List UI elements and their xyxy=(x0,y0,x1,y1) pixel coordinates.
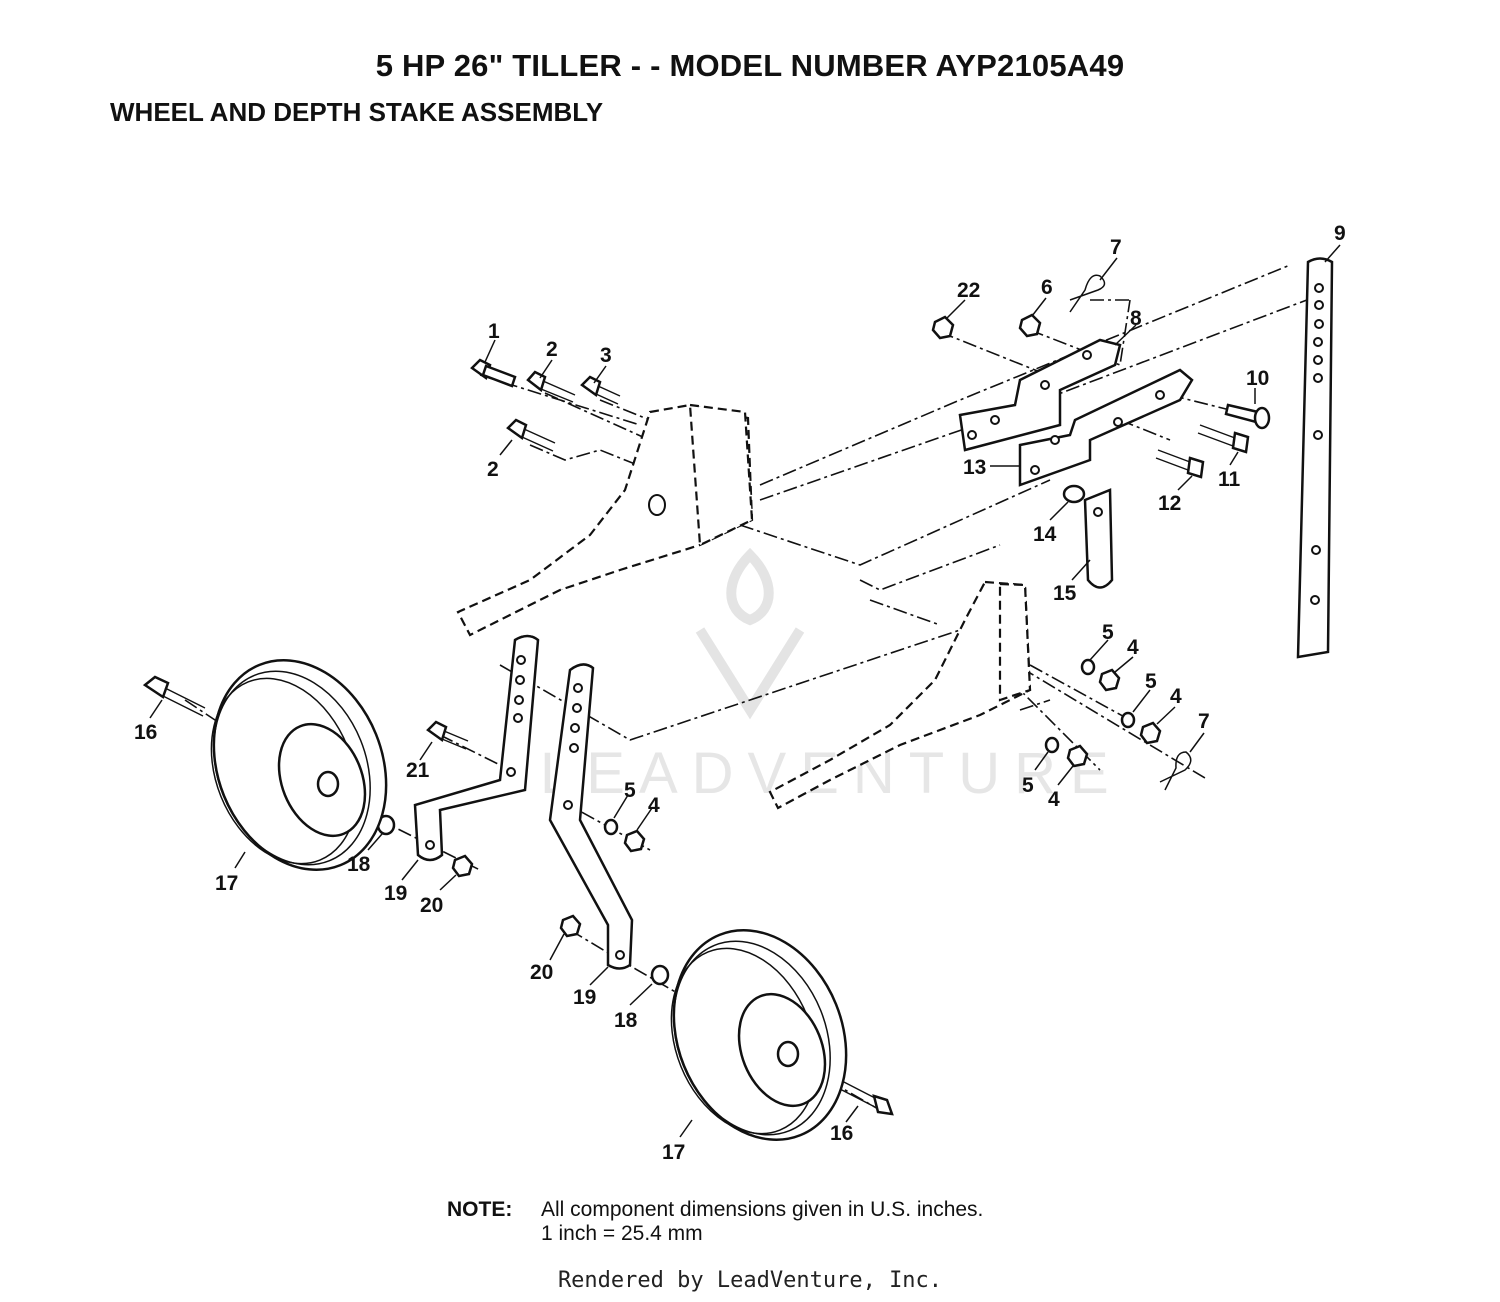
washer-5d xyxy=(603,818,619,836)
assembly-subtitle: WHEEL AND DEPTH STAKE ASSEMBLY xyxy=(110,97,604,127)
washer-5c xyxy=(1044,736,1060,754)
callout-14: 14 xyxy=(1033,523,1057,546)
callout-4-c: 4 xyxy=(1048,788,1060,811)
nut-22 xyxy=(931,315,955,340)
callout-4-d: 4 xyxy=(648,794,660,817)
bolt-2-upper xyxy=(526,370,576,403)
bolt-1 xyxy=(470,358,517,388)
callout-2-upper: 2 xyxy=(546,338,558,361)
note-line-2: 1 inch = 25.4 mm xyxy=(541,1222,703,1245)
nut-4d xyxy=(623,829,646,853)
tiller-frame-left xyxy=(456,403,754,637)
nut-4b xyxy=(1139,721,1162,745)
callout-18-right: 18 xyxy=(614,1009,638,1032)
callout-17-right: 17 xyxy=(662,1141,685,1164)
wheel-right xyxy=(670,929,848,1141)
watermark-logo-icon xyxy=(695,547,805,720)
callout-5-a: 5 xyxy=(1102,621,1114,644)
render-credit: Rendered by LeadVenture, Inc. xyxy=(557,1268,943,1293)
callout-4-b: 4 xyxy=(1170,685,1182,708)
tiller-frame-left-plate xyxy=(688,403,754,547)
callout-13: 13 xyxy=(963,456,986,479)
page-title: 5 HP 26" TILLER - - MODEL NUMBER AYP2105… xyxy=(375,48,1125,83)
callout-2-lower: 2 xyxy=(487,458,499,481)
dimension-note: NOTE: All component dimensions given in U… xyxy=(447,1198,983,1246)
callout-20-left: 20 xyxy=(420,894,443,917)
bolt-2-lower xyxy=(506,418,556,452)
axle-bolt-16-left xyxy=(142,675,206,717)
depth-stake xyxy=(1296,257,1334,659)
washer-18b xyxy=(650,964,670,986)
note-label: NOTE: xyxy=(447,1198,513,1221)
callout-16-left: 16 xyxy=(134,721,157,744)
stake-latch xyxy=(1083,488,1114,589)
nut-4c xyxy=(1066,744,1089,768)
callout-21: 21 xyxy=(406,759,430,782)
callout-5-c: 5 xyxy=(1022,774,1034,797)
washer-5a xyxy=(1080,658,1096,676)
bolt-21 xyxy=(426,720,469,750)
callout-1: 1 xyxy=(488,320,500,343)
callout-16-right: 16 xyxy=(830,1122,853,1145)
callout-22: 22 xyxy=(957,279,980,302)
callout-19-left: 19 xyxy=(384,882,407,905)
nut-20b xyxy=(559,914,582,938)
callout-4-a: 4 xyxy=(1127,636,1139,659)
callout-17-left: 17 xyxy=(215,872,238,895)
callout-11: 11 xyxy=(1218,468,1241,491)
note-body: All component dimensions given in U.S. i… xyxy=(541,1198,983,1246)
callout-6: 6 xyxy=(1041,276,1053,299)
tiller-frame-right-plate xyxy=(998,582,1032,702)
callout-7-upper: 7 xyxy=(1110,236,1122,259)
wheel-bracket-left xyxy=(413,634,540,862)
nut-20a xyxy=(451,854,474,878)
callout-9: 9 xyxy=(1334,222,1346,245)
pin-10 xyxy=(1224,403,1271,430)
callout-numbers: 1 2 3 2 22 6 7 8 9 10 11 12 13 14 15 5 4… xyxy=(134,222,1346,1164)
hairpin-pin-7-upper xyxy=(1069,274,1106,313)
callout-3: 3 xyxy=(600,344,612,367)
wheel-left xyxy=(210,659,388,871)
callout-18-left: 18 xyxy=(347,853,371,876)
callout-5-b: 5 xyxy=(1145,670,1157,693)
bolt-11 xyxy=(1197,424,1250,454)
nut-6 xyxy=(1018,313,1042,338)
callout-20-right: 20 xyxy=(530,961,553,984)
wheel-bracket-right xyxy=(548,663,634,970)
callout-8: 8 xyxy=(1130,307,1142,330)
callout-leader-lines xyxy=(149,244,1341,1138)
nut-4a xyxy=(1098,668,1121,692)
callout-5-d: 5 xyxy=(624,779,636,802)
callout-19-right: 19 xyxy=(573,986,596,1009)
callout-7-lower: 7 xyxy=(1198,710,1210,733)
axle-bolt-16-right xyxy=(837,1079,894,1116)
callout-15: 15 xyxy=(1053,582,1077,605)
washer-5b xyxy=(1120,711,1136,729)
stake-bracket-upper xyxy=(958,338,1122,452)
note-line-1: All component dimensions given in U.S. i… xyxy=(541,1198,984,1221)
spacer xyxy=(1062,484,1086,504)
stake-bracket-lower xyxy=(1018,368,1194,487)
callout-10: 10 xyxy=(1246,367,1269,390)
bolt-12 xyxy=(1155,449,1205,479)
hairpin-pin-7-lower xyxy=(1159,751,1192,791)
callout-12: 12 xyxy=(1158,492,1181,515)
